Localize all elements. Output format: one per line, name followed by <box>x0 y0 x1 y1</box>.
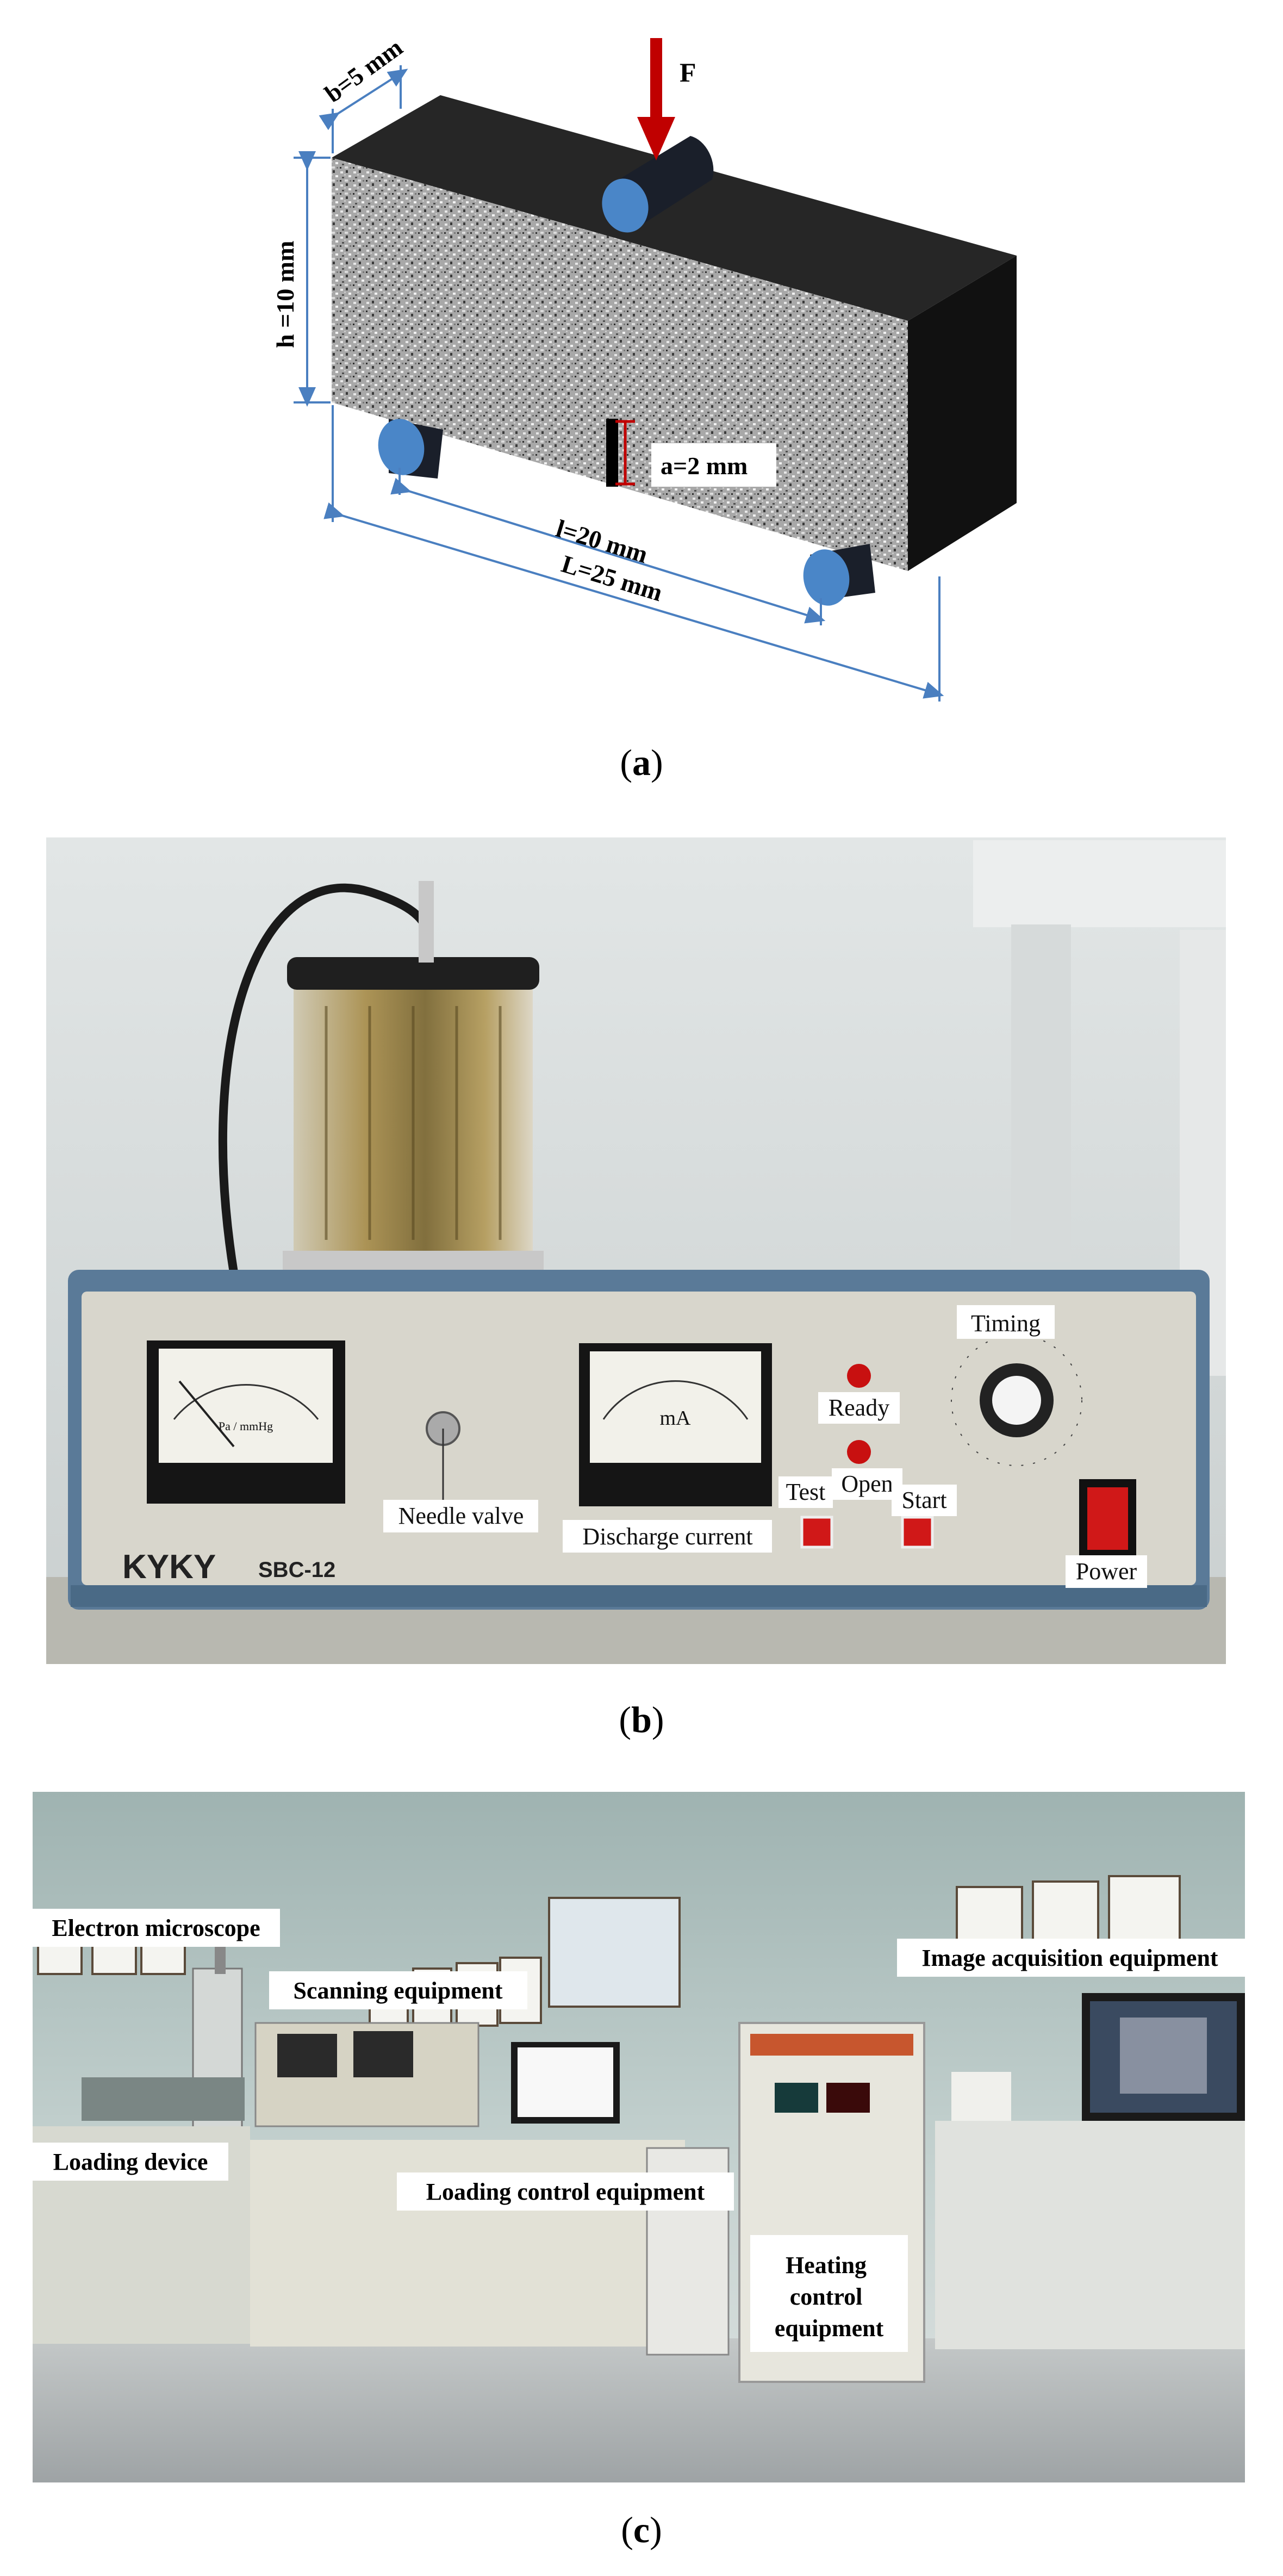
label-power: Power <box>1076 1558 1137 1585</box>
beam-side-face <box>908 256 1017 571</box>
label-heating-control: Heating control equipment <box>775 2252 884 2342</box>
label-electron-microscope: Electron microscope <box>52 1915 260 1941</box>
discharge-meter-unit: mA <box>660 1407 692 1430</box>
caption-b: (b) <box>619 1699 664 1740</box>
discharge-current-meter: mA <box>579 1343 772 1506</box>
brand-logo: KYKY <box>122 1548 216 1586</box>
force-label: F <box>680 57 696 88</box>
dimension-h: h =10 mm <box>271 151 331 407</box>
label-start: Start <box>901 1487 946 1513</box>
label-open: Open <box>841 1470 893 1497</box>
dim-h-label: h =10 mm <box>271 241 299 348</box>
loading-roller <box>602 136 714 233</box>
beam-top-face <box>332 95 1017 321</box>
pressure-meter: Pa / mmHg <box>147 1340 345 1504</box>
panel-c-lab-photo: Electron microscope Scanning equipment I… <box>33 1792 1245 2550</box>
notch-label: a=2 mm <box>661 452 748 480</box>
support-roller-left <box>378 419 443 479</box>
test-button <box>800 1516 833 1549</box>
label-ready: Ready <box>829 1394 889 1421</box>
label-image-acquisition: Image acquisition equipment <box>921 1945 1218 1971</box>
bell-jar <box>283 881 544 1275</box>
open-indicator <box>847 1440 871 1464</box>
caption-a: (a) <box>620 742 663 783</box>
caption-c: (c) <box>621 2509 662 2550</box>
label-scanning-equipment: Scanning equipment <box>293 1977 502 2004</box>
needle-valve-knob <box>426 1411 460 1512</box>
pressure-meter-unit: Pa / mmHg <box>219 1419 273 1433</box>
panel-a-beam-diagram: a=2 mm F b=5 mm <box>271 33 1017 783</box>
label-test: Test <box>786 1479 826 1505</box>
label-discharge-current: Discharge current <box>582 1523 752 1550</box>
label-loading-device: Loading device <box>53 2149 208 2175</box>
label-loading-control: Loading control equipment <box>426 2178 705 2205</box>
loading-control-monitor <box>511 2042 620 2124</box>
force-arrow <box>637 38 675 160</box>
model-name: SBC-12 <box>258 1558 335 1582</box>
timer-dial <box>951 1334 1082 1466</box>
ready-indicator <box>847 1364 871 1388</box>
image-acquisition-monitor <box>1082 1993 1245 2121</box>
vacuum-hose <box>218 883 434 1274</box>
start-button <box>901 1516 934 1549</box>
support-roller-right <box>803 544 875 606</box>
notch <box>606 419 618 487</box>
label-needle-valve: Needle valve <box>398 1503 524 1529</box>
power-switch <box>1079 1479 1136 1558</box>
panel-b-sputter-coater-photo: Pa / mmHg mA <box>46 837 1226 1740</box>
label-timing: Timing <box>971 1310 1041 1337</box>
